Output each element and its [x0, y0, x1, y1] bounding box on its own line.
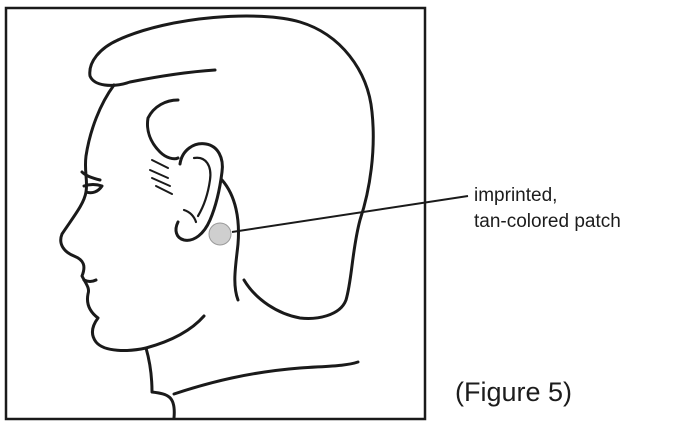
sideburn-strokes — [150, 160, 172, 194]
hairline — [148, 100, 179, 159]
callout-label-line-2: tan-colored patch — [474, 209, 621, 235]
neck-outline — [146, 348, 174, 418]
hair-top-band — [90, 40, 215, 85]
ear-inner — [194, 158, 210, 216]
callout-label-line-1: imprinted, — [474, 183, 557, 209]
figure-caption: (Figure 5) — [455, 377, 572, 408]
hair-outline — [118, 16, 373, 318]
mouth — [84, 280, 96, 282]
tan-patch — [209, 223, 231, 245]
collar-line — [174, 362, 358, 394]
ear-canal — [184, 210, 196, 222]
callout-leader-line — [232, 196, 468, 232]
face-profile — [61, 85, 204, 350]
